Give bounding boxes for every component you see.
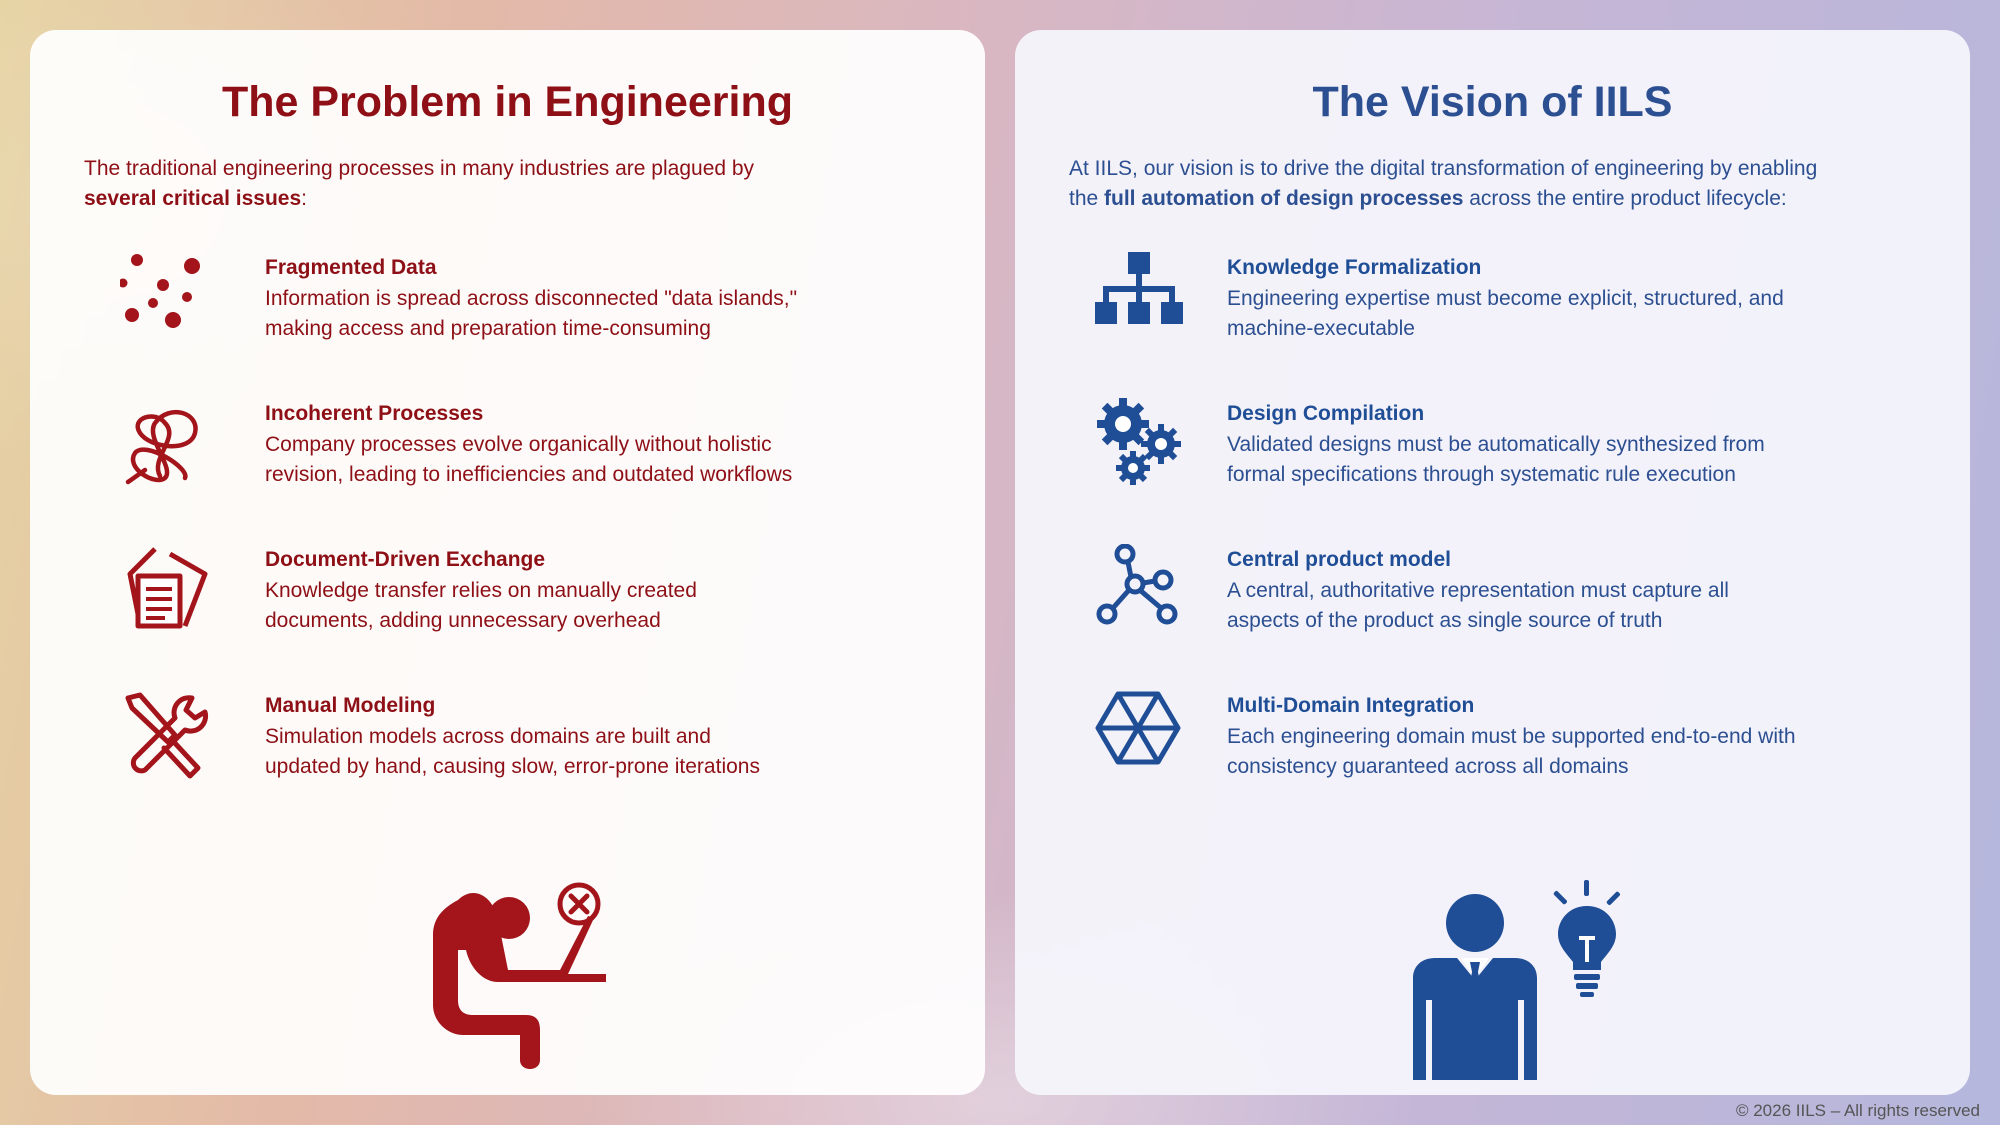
item-description-line: Engineering expertise must become explic…	[1227, 287, 1784, 310]
item-description-line: formal specifications through systematic…	[1227, 463, 1736, 486]
hierarchy-icon	[1095, 252, 1185, 342]
copyright-footer: © 2026 IILS – All rights reserved	[1735, 1101, 1980, 1120]
item-heading: Knowledge Formalization	[1227, 256, 1482, 279]
item-heading: Document-Driven Exchange	[265, 548, 546, 571]
item-description-line: documents, adding unnecessary overhead	[265, 609, 661, 632]
vision-panel: The Vision of IILS At IILS, our vision i…	[1015, 30, 1970, 1095]
tools-icon	[120, 690, 210, 780]
vision-item-design-compilation: Design Compilation Validated designs mus…	[1015, 398, 1970, 508]
item-description-line: updated by hand, causing slow, error-pro…	[265, 755, 760, 778]
problem-intro-end: :	[301, 187, 308, 210]
tangled-line-icon	[120, 398, 210, 488]
vision-item-multi-domain-integration: Multi-Domain Integration Each engineerin…	[1015, 690, 1970, 800]
gears-icon	[1095, 398, 1185, 488]
network-nodes-icon	[1095, 543, 1185, 634]
scattered-dots-icon	[118, 252, 210, 342]
item-description: Company processes evolve organically wit…	[265, 430, 885, 490]
item-description-line: aspects of the product as single source …	[1227, 609, 1663, 632]
problem-intro-text: The traditional engineering processes in…	[84, 157, 755, 180]
item-description-line: Knowledge transfer relies on manually cr…	[265, 579, 697, 602]
item-description: Validated designs must be automatically …	[1227, 430, 1847, 490]
frustrated-worker-illustration	[398, 850, 628, 1080]
problem-intro: The traditional engineering processes in…	[84, 154, 944, 214]
item-description: Information is spread across disconnecte…	[265, 284, 885, 344]
vision-intro-text2: the	[1069, 187, 1105, 210]
problem-item-incoherent-processes: Incoherent Processes Company processes e…	[30, 398, 985, 508]
hexagon-icon	[1095, 690, 1185, 780]
item-description-line: making access and preparation time-consu…	[265, 317, 711, 340]
item-description-line: A central, authoritative representation …	[1227, 579, 1729, 602]
problem-item-manual-modeling: Manual Modeling Simulation models across…	[30, 690, 985, 800]
item-description-line: Simulation models across domains are bui…	[265, 725, 711, 748]
item-description: Simulation models across domains are bui…	[265, 722, 885, 782]
item-description: Each engineering domain must be supporte…	[1227, 722, 1847, 782]
item-description-line: Information is spread across disconnecte…	[265, 287, 798, 310]
vision-item-central-product-model: Central product model A central, authori…	[1015, 543, 1970, 654]
item-heading: Fragmented Data	[265, 256, 437, 279]
item-description-line: revision, leading to inefficiencies and …	[265, 463, 793, 486]
item-description-line: consistency guaranteed across all domain…	[1227, 755, 1629, 778]
item-description-line: Company processes evolve organically wit…	[265, 433, 772, 456]
problem-panel: The Problem in Engineering The tradition…	[30, 30, 985, 1095]
problem-item-document-driven-exchange: Document-Driven Exchange Knowledge trans…	[30, 544, 985, 654]
item-heading: Design Compilation	[1227, 402, 1425, 425]
document-stack-icon	[120, 544, 210, 634]
vision-intro-bold: full automation of design processes	[1104, 187, 1464, 210]
problem-intro-bold: several critical issues	[84, 187, 302, 210]
vision-title: The Vision of IILS	[1312, 78, 1673, 126]
vision-item-knowledge-formalization: Knowledge Formalization Engineering expe…	[1015, 252, 1970, 362]
problem-item-fragmented-data: Fragmented Data Information is spread ac…	[30, 252, 985, 362]
item-description: Engineering expertise must become explic…	[1227, 284, 1847, 344]
item-description: A central, authoritative representation …	[1227, 576, 1847, 636]
item-heading: Incoherent Processes	[265, 402, 484, 425]
item-description-line: machine-executable	[1227, 317, 1415, 340]
item-heading: Multi-Domain Integration	[1227, 694, 1475, 717]
item-description: Knowledge transfer relies on manually cr…	[265, 576, 885, 636]
visionary-person-illustration	[1375, 850, 1635, 1090]
vision-intro-text: At IILS, our vision is to drive the digi…	[1069, 157, 1818, 180]
vision-intro: At IILS, our vision is to drive the digi…	[1069, 154, 1929, 214]
item-heading: Central product model	[1227, 548, 1452, 571]
item-description-line: Validated designs must be automatically …	[1227, 433, 1765, 456]
vision-intro-end: across the entire product lifecycle:	[1463, 187, 1787, 210]
item-description-line: Each engineering domain must be supporte…	[1227, 725, 1796, 748]
item-heading: Manual Modeling	[265, 694, 436, 717]
problem-title: The Problem in Engineering	[221, 78, 793, 126]
